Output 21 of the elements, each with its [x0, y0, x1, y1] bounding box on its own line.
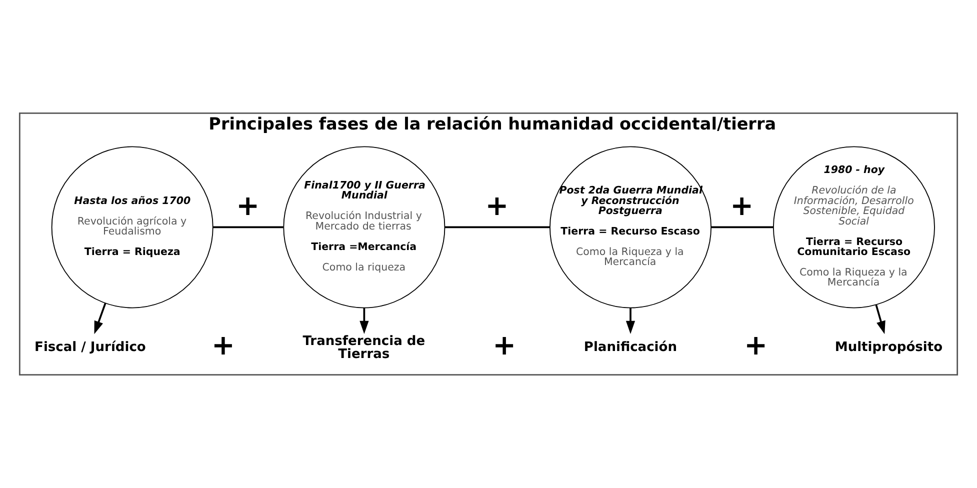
- edge-label: +: [492, 328, 516, 362]
- label: +: [485, 189, 509, 222]
- connector: [711, 226, 774, 228]
- connector: [444, 226, 550, 228]
- label: +: [236, 189, 260, 222]
- arrow: [875, 304, 886, 334]
- arrow: [360, 308, 369, 334]
- connector: [213, 226, 284, 228]
- arrow: [94, 303, 106, 334]
- node-text: Multipropósito: [834, 340, 943, 355]
- node-circle: 1980 - hoy Revolución de la Información, Desarrollo Sostenible, Equidad Social Tierra = Recurso Comunitario Escaso Como la Riqueza y la Mercancía: [772, 146, 935, 308]
- edge-label: +: [211, 328, 235, 362]
- node-circle: Final1700 y II Guerra Mundial Revolución Industrial y Mercado de tierras Tierra =Mercancía Como la riqueza: [283, 146, 446, 308]
- node-text: Fiscal / Jurídico: [34, 340, 146, 355]
- node-circle: Post 2da Guerra Mundial y Reconstrucción Postguerra Tierra = Recurso Escaso Como la Riqueza y la Mercancía: [550, 146, 712, 308]
- node-text: Planificación: [584, 340, 677, 355]
- node-text: Transferencia de Tierras: [302, 334, 426, 362]
- arrow: [626, 308, 636, 334]
- edge-label: +: [744, 328, 768, 362]
- node-circle: Hasta los años 1700 Revolución agrícola y Feudalismo Tierra = Riqueza: [51, 146, 214, 308]
- label: +: [730, 189, 754, 222]
